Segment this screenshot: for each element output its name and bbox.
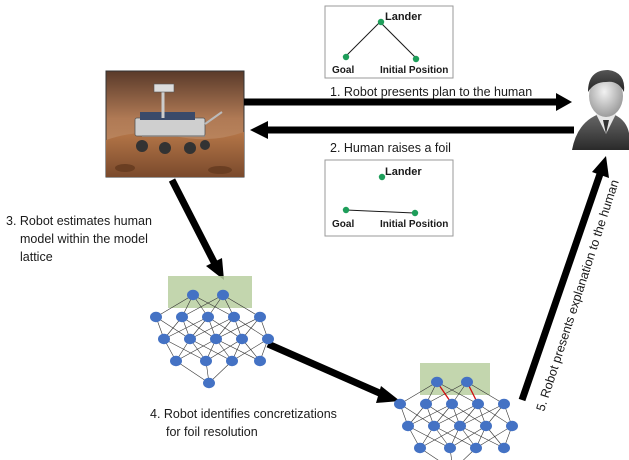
- plan-lander-node: [377, 18, 385, 26]
- lattice-edge: [205, 338, 243, 362]
- foil-panel-title: Lander: [385, 166, 422, 178]
- lattice-node: [187, 289, 199, 301]
- lattice-node: [226, 355, 238, 367]
- lattice-edge: [459, 403, 505, 427]
- lattice-node: [470, 442, 482, 454]
- lattice-edge: [155, 294, 194, 318]
- lattice-node: [414, 442, 426, 454]
- lattice-edge: [459, 425, 505, 449]
- lattice-edge: [215, 316, 261, 340]
- lattice-edge: [163, 316, 209, 340]
- arrow-2-foil: [250, 121, 574, 139]
- step-2-label: 2. Human raises a foil: [330, 141, 451, 155]
- arrow-3-estimate: [168, 178, 224, 280]
- human-avatar-icon: [572, 70, 629, 150]
- lattice-edge: [466, 381, 505, 405]
- lattice-node: [254, 355, 266, 367]
- plan-panel: Lander Goal Initial Position: [324, 5, 454, 79]
- lattice-node: [394, 398, 406, 410]
- model-lattice-2: [394, 363, 518, 460]
- lattice-node: [176, 311, 188, 323]
- lattice-node: [420, 398, 432, 410]
- plan-start-label: Initial Position: [380, 65, 448, 76]
- lattice-edge: [419, 425, 461, 449]
- lattice-node: [454, 420, 466, 432]
- lattice-edge: [181, 294, 224, 318]
- foil-panel: Lander Goal Initial Position: [324, 159, 454, 237]
- step-3-label-line3: lattice: [20, 250, 53, 264]
- lattice-node: [236, 333, 248, 345]
- lattice-node: [217, 289, 229, 301]
- lattice-node: [262, 333, 274, 345]
- lattice-edge: [433, 403, 479, 427]
- lattice-highlight: [420, 363, 490, 395]
- lattice-node: [203, 377, 215, 389]
- lattice-edge: [475, 425, 513, 449]
- plan-goal-label: Goal: [332, 65, 354, 76]
- lattice-node: [498, 398, 510, 410]
- lattice-node: [200, 355, 212, 367]
- lattice-edge: [449, 425, 487, 449]
- step-4-label-line1: 4. Robot identifies concretizations: [150, 407, 337, 421]
- lattice-node: [254, 311, 266, 323]
- foil-start-node: [411, 209, 419, 217]
- step-5-label: 5. Robot presents explanation to the hum…: [534, 178, 622, 413]
- lattice-node: [228, 311, 240, 323]
- plan-start-node: [412, 55, 420, 63]
- lattice-node: [461, 376, 473, 388]
- lattice-node: [498, 442, 510, 454]
- foil-lander-node: [378, 173, 386, 181]
- lattice-edge: [215, 338, 261, 362]
- lattice-edge: [189, 316, 235, 340]
- lattice-edge: [436, 381, 479, 405]
- robot-photo: [105, 70, 245, 178]
- arrow-4-concretize: [266, 340, 400, 403]
- lattice-edge: [163, 338, 207, 362]
- lattice-node: [210, 333, 222, 345]
- step-3-label-line2: model within the model: [20, 232, 148, 246]
- step-1-label: 1. Robot presents plan to the human: [330, 85, 532, 99]
- lattice-edge: [419, 447, 439, 460]
- lattice-node: [158, 333, 170, 345]
- lattice-edge: [231, 338, 269, 362]
- lattice-node: [170, 355, 182, 367]
- lattice-node: [446, 398, 458, 410]
- lattice-node: [150, 311, 162, 323]
- plan-goal-node: [342, 53, 350, 61]
- lattice-edge: [222, 294, 261, 318]
- plan-panel-title: Lander: [385, 11, 422, 23]
- arrow-5-explain: [518, 156, 609, 402]
- lattice-node: [506, 420, 518, 432]
- lattice-edge: [407, 425, 451, 449]
- lattice-node: [202, 311, 214, 323]
- step-3-label-line1: 3. Robot estimates human: [6, 214, 152, 228]
- arrow-1-plan: [244, 93, 572, 111]
- step-4-label-line2: for foil resolution: [166, 425, 258, 439]
- lattice-edge: [425, 381, 468, 405]
- lattice-edge: [407, 403, 453, 427]
- foil-goal-node: [342, 206, 350, 214]
- lattice-edge: [175, 360, 210, 384]
- lattice-node: [428, 420, 440, 432]
- lattice-edge: [399, 381, 438, 405]
- lattice-edge: [192, 294, 235, 318]
- lattice-node: [184, 333, 196, 345]
- foil-start-label: Initial Position: [380, 219, 448, 230]
- lattice-node: [480, 420, 492, 432]
- lattice-node: [402, 420, 414, 432]
- model-lattice-1: [150, 276, 274, 389]
- lattice-highlight: [168, 276, 252, 308]
- foil-goal-label: Goal: [332, 219, 354, 230]
- lattice-node: [472, 398, 484, 410]
- lattice-edge: [175, 338, 217, 362]
- lattice-node: [444, 442, 456, 454]
- lattice-node: [431, 376, 443, 388]
